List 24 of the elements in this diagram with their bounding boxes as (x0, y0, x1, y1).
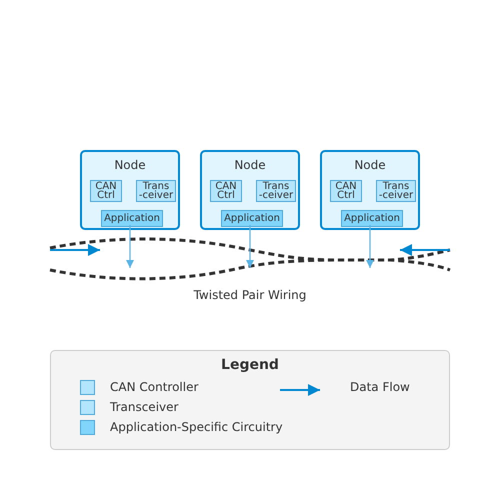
arrow (126, 225, 134, 268)
wiring-label: Twisted Pair Wiring (192, 288, 308, 302)
node-title: Node (113, 158, 147, 172)
application-block: Application (221, 210, 283, 227)
node-box (200, 150, 300, 230)
application-block: Application (341, 210, 403, 227)
legend-label: CAN Controller (110, 380, 198, 394)
controller-block: CAN Ctrl (210, 180, 242, 202)
node-box (80, 150, 180, 230)
transceiver-block: Trans -ceiver (136, 180, 176, 202)
application-block: Application (101, 210, 163, 227)
transceiver-block: Trans -ceiver (376, 180, 416, 202)
arrow (246, 225, 254, 268)
node-title: Node (353, 158, 387, 172)
arrow (366, 225, 374, 268)
controller-block: CAN Ctrl (90, 180, 122, 202)
transceiver-block: Trans -ceiver (256, 180, 296, 202)
legend-label: Application-Specific Circuitry (110, 420, 283, 434)
legend-label: Data Flow (350, 380, 410, 394)
legend-title: Legend (220, 357, 280, 373)
node-box (320, 150, 420, 230)
legend-label: Transceiver (110, 400, 178, 414)
node-title: Node (233, 158, 267, 172)
controller-block: CAN Ctrl (330, 180, 362, 202)
